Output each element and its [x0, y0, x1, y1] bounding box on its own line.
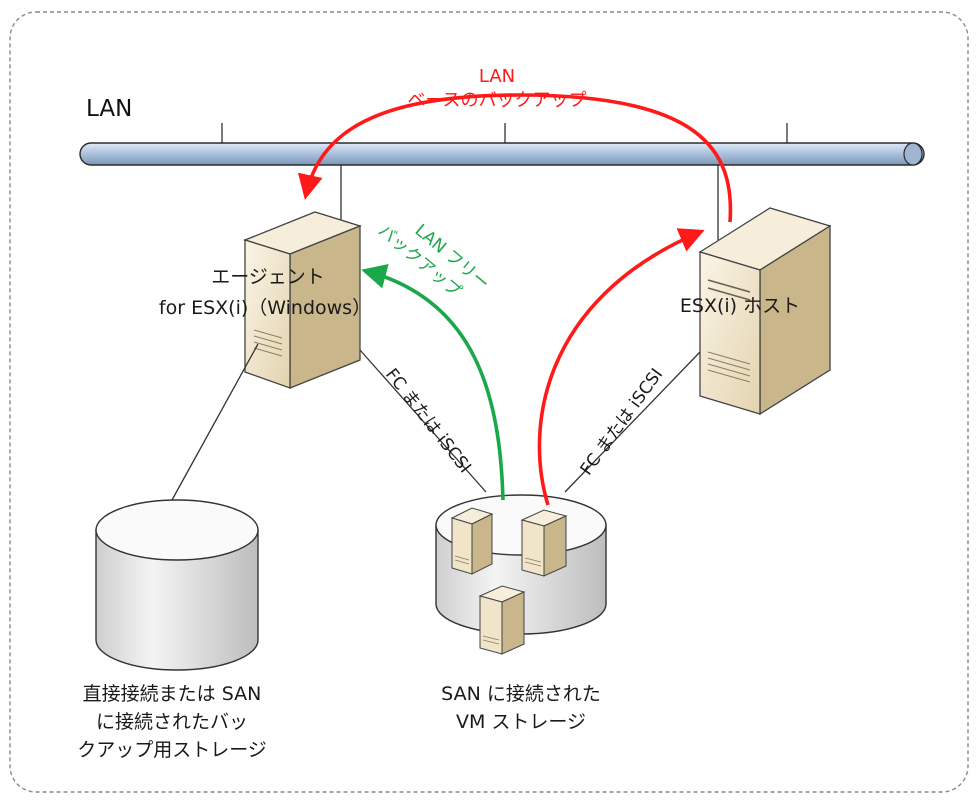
diagram-frame — [9, 11, 969, 793]
storage-connector — [171, 343, 259, 501]
san-to-host-arrow — [537, 228, 705, 506]
vm-storage-line1: SAN に接続された — [441, 683, 601, 705]
fc-connector-right — [564, 351, 701, 493]
backup-storage-line2: に接続されたバッ — [96, 711, 248, 733]
lan-free-backup-arrow — [361, 264, 505, 501]
backup-storage-disk-icon — [95, 499, 259, 671]
backup-storage-line3: クアップ用ストレージ — [77, 739, 267, 761]
red-label-line2: ベースのバックアップ — [407, 90, 586, 111]
esx-host-label: ESX(i) ホスト — [680, 295, 800, 317]
fc-label-right: FC または iSCSI — [577, 365, 668, 479]
agent-label-line2: for ESX(i)（Windows） — [159, 297, 371, 319]
lan-bar — [79, 142, 925, 166]
lan-backup-arrow — [297, 93, 733, 223]
agent-label-line1: エージェント — [211, 266, 325, 288]
vm-server-icon — [520, 509, 568, 577]
fc-label-left: FC または iSCSI — [381, 365, 475, 477]
vm-storage-disk-icon — [435, 494, 607, 655]
vm-server-icon — [478, 585, 526, 655]
agent-server-icon — [243, 211, 362, 389]
fc-connector-left — [359, 349, 487, 493]
backup-storage-line1: 直接接続または SAN — [83, 683, 262, 705]
lan-label: LAN — [86, 96, 132, 122]
vm-server-icon — [450, 507, 494, 575]
esx-host-server-icon — [698, 207, 832, 416]
red-label-line1: LAN — [479, 66, 515, 87]
vm-storage-line2: VM ストレージ — [456, 711, 586, 733]
